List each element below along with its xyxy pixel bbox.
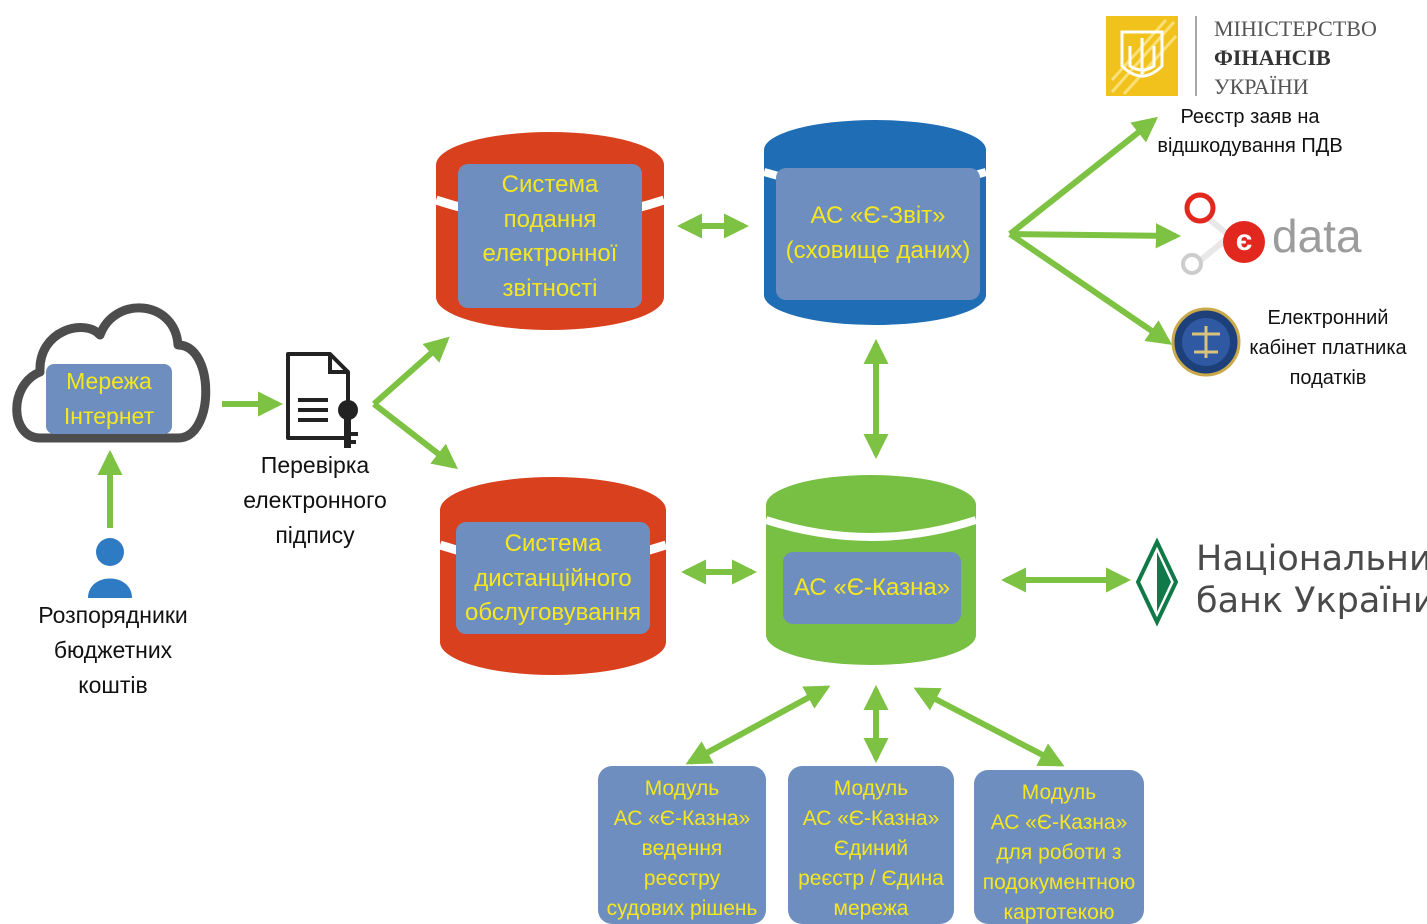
module2-line3: Єдиний <box>833 837 909 860</box>
module3-line2: АС «Є-Казна» <box>990 811 1128 834</box>
module3-line4: подокументною <box>982 871 1136 894</box>
module1-line2: АС «Є-Казна» <box>613 807 751 830</box>
module-document-file: Модуль АС «Є-Казна» для роботи з подокум… <box>974 770 1144 924</box>
reporting-line4: звітності <box>502 274 598 302</box>
signature-line2: електронного <box>243 487 387 513</box>
users-line3: коштів <box>78 672 148 698</box>
arrow-ezvit-taxpayer <box>1008 231 1173 345</box>
nbu-line2: банк України <box>1196 581 1427 621</box>
budget-managers-label: Розпорядники бюджетних коштів <box>20 598 206 703</box>
nbu-wordmark: Національний банк України <box>1196 538 1427 622</box>
ezvit-line1: АС «Є-Звіт» <box>810 202 946 229</box>
ekazna-database <box>764 475 978 665</box>
minfin-line3: УКРАЇНИ <box>1214 74 1309 99</box>
remote-service-database <box>438 477 668 675</box>
signature-line1: Перевірка <box>260 452 370 478</box>
internet-label: Мережа Інтернет <box>46 364 172 434</box>
edata-logo-icon <box>1181 192 1265 275</box>
arrow-ezvit-edata <box>1009 223 1182 249</box>
vat-line1: Реєстр заяв на <box>1180 106 1320 128</box>
module1-line5: судових рішень <box>606 897 758 920</box>
module-unified-registry: Модуль АС «Є-Казна» Єдиний реєстр / Єдин… <box>788 766 954 924</box>
minfin-emblem-icon <box>1106 16 1197 96</box>
ezvit-database <box>762 120 988 325</box>
users-line2: бюджетних <box>53 637 173 663</box>
arrows <box>97 116 1182 767</box>
ezvit-label: АС «Є-Звіт» (сховище даних) <box>776 198 980 268</box>
module2-line1: Модуль <box>833 777 909 800</box>
signature-check-label: Перевірка електронного підпису <box>225 448 405 553</box>
reporting-line3: електронної <box>482 240 618 267</box>
arrow-ekazna-module3 <box>913 687 1065 767</box>
arrow-signature-remote <box>372 401 458 470</box>
remote-service-label: Система дистанційного обслуговування <box>456 527 650 631</box>
taxpayer-line1: Електронний <box>1267 307 1389 329</box>
minfin-line2: ФІНАНСІВ <box>1214 45 1331 70</box>
document-key-icon <box>286 352 358 448</box>
module2-line4: реєстр / Єдина <box>798 867 944 890</box>
arrow-ezvit-vat <box>1008 116 1158 237</box>
reporting-database <box>434 132 666 330</box>
vat-registry-label: Реєстр заяв на відшкодування ПДВ <box>1140 103 1360 161</box>
remote-line1: Система <box>504 530 602 557</box>
minfin-wordmark: МІНІСТЕРСТВО ФІНАНСІВ УКРАЇНИ <box>1214 14 1377 101</box>
ekazna-label: АС «Є-Казна» <box>783 572 961 604</box>
module-court-registry: Модуль АС «Є-Казна» ведення реєстру судо… <box>598 766 766 924</box>
internet-line1: Мережа <box>66 368 152 394</box>
users-line1: Розпорядники <box>38 602 188 628</box>
taxpayer-line3: податків <box>1289 367 1367 389</box>
arrow-ekazna-module1 <box>685 685 831 765</box>
minfin-line1: МІНІСТЕРСТВО <box>1214 16 1377 41</box>
reporting-system-label: Система подання електронної звітності <box>458 168 642 306</box>
remote-line2: дистанційного <box>474 564 632 592</box>
taxpayer-cabinet-label: Електронний кабінет платника податків <box>1242 303 1414 393</box>
internet-line2: Інтернет <box>63 403 155 429</box>
edata-letter: є <box>1235 224 1253 257</box>
module3-line1: Модуль <box>1021 781 1097 804</box>
tax-service-emblem-icon <box>1171 307 1241 377</box>
module1-line1: Модуль <box>644 777 720 800</box>
module3-line5: картотекою <box>1003 901 1115 924</box>
module2-line2: АС «Є-Казна» <box>802 807 940 830</box>
module3-line3: для роботи з <box>996 841 1122 864</box>
signature-line3: підпису <box>275 522 355 548</box>
taxpayer-line2: кабінет платника <box>1249 337 1407 359</box>
ezvit-line2: (сховище даних) <box>785 237 971 264</box>
ekazna-line1: АС «Є-Казна» <box>793 574 951 601</box>
vat-line2: відшкодування ПДВ <box>1157 135 1343 157</box>
nbu-logo-icon <box>1135 537 1179 627</box>
person-icon <box>88 538 132 598</box>
reporting-line1: Система <box>501 171 599 198</box>
edata-wordmark: data <box>1272 210 1362 262</box>
internet-box <box>46 364 172 434</box>
remote-line3: обслуговування <box>465 599 641 626</box>
module2-line5: мережа <box>833 897 909 920</box>
module1-line4: реєстру <box>643 867 721 890</box>
arrow-signature-reporting <box>372 336 450 407</box>
nbu-line1: Національний <box>1196 539 1427 579</box>
reporting-line2: подання <box>503 205 597 233</box>
module1-line3: ведення <box>641 837 723 860</box>
